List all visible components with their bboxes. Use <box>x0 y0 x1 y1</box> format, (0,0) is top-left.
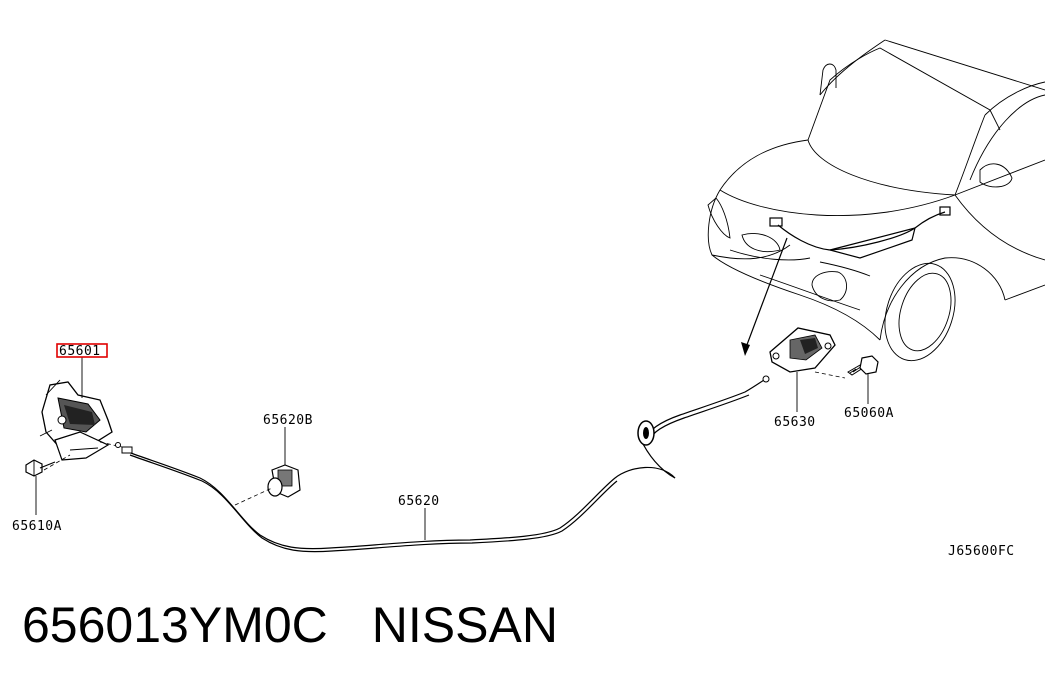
car-front-illustration <box>707 39 1045 362</box>
hood-latch-65601 <box>39 379 113 461</box>
clip-65620b <box>234 464 301 506</box>
figure-code: J65600FC <box>948 544 1015 559</box>
callout-65620b: 65620B <box>263 413 313 428</box>
callout-65610a: 65610A <box>12 519 62 534</box>
bolt-65060a <box>847 355 879 376</box>
part-caption: 656013YM0C NISSAN <box>22 596 558 654</box>
leader-lines <box>35 357 869 540</box>
callout-65601: 65601 <box>59 344 101 359</box>
callout-65060a: 65060A <box>844 406 894 421</box>
hood-lock-cable-65620 <box>115 375 770 553</box>
callout-65620: 65620 <box>398 494 440 509</box>
hood-release-handle-65630 <box>769 327 846 379</box>
location-arrow <box>741 237 788 356</box>
callout-65630: 65630 <box>774 415 816 430</box>
bolt-65610a <box>25 459 56 477</box>
part-number: 656013YM0C <box>22 597 328 653</box>
brand-name: NISSAN <box>371 597 558 653</box>
latch-label-highlight <box>56 343 108 358</box>
